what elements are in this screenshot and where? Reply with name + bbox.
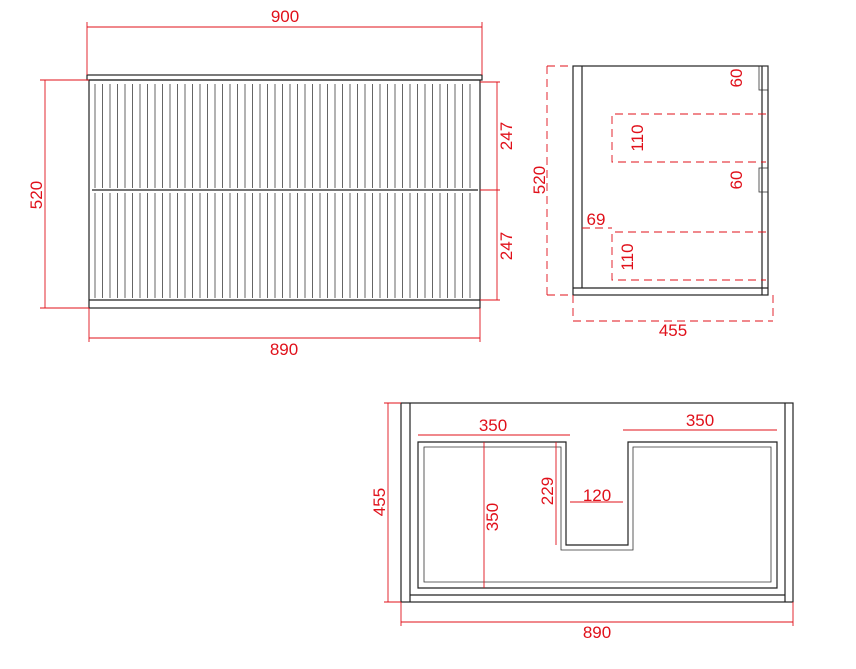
dim-side-depth: 455 [659,321,687,340]
dim-top-drawer-depth: 350 [483,503,502,531]
dim-top-notch-width: 120 [583,486,611,505]
dim-front-bottom-width: 890 [270,340,298,359]
dim-front-top-width: 900 [271,7,299,26]
rail-lower [758,167,769,193]
recess-lower [611,231,766,281]
dim-side-recess-upper: 110 [628,124,647,151]
dim-top-width: 890 [583,623,611,642]
dim-front-drawer-lower: 247 [497,232,516,260]
top-view: 350 350 350 229 120 455 890 [370,402,794,642]
recess-upper [611,113,766,163]
rail-upper [758,65,769,91]
dim-top-drawer-left: 350 [479,416,507,435]
drawer-cutout [417,441,778,589]
countertop [86,74,483,81]
dim-side-height: 520 [530,166,549,194]
dim-top-depth: 455 [370,488,389,516]
dim-top-notch-depth: 229 [538,477,557,505]
dim-top-drawer-right: 350 [686,411,714,430]
dim-front-drawer-upper: 247 [497,122,516,150]
fluting-pattern [94,84,471,298]
cabinet-body [88,79,481,309]
dim-side-offset: 69 [587,210,606,229]
top-outline [400,402,794,603]
drawer-inner [423,446,772,583]
front-view: 900 520 247 247 890 [27,7,516,359]
dim-side-recess-lower: 110 [618,243,637,270]
side-view: 520 455 60 60 110 110 69 [530,65,774,340]
dim-side-rail-upper: 60 [727,69,746,88]
dim-front-height: 520 [27,181,46,209]
dim-side-rail-lower: 60 [727,171,746,190]
